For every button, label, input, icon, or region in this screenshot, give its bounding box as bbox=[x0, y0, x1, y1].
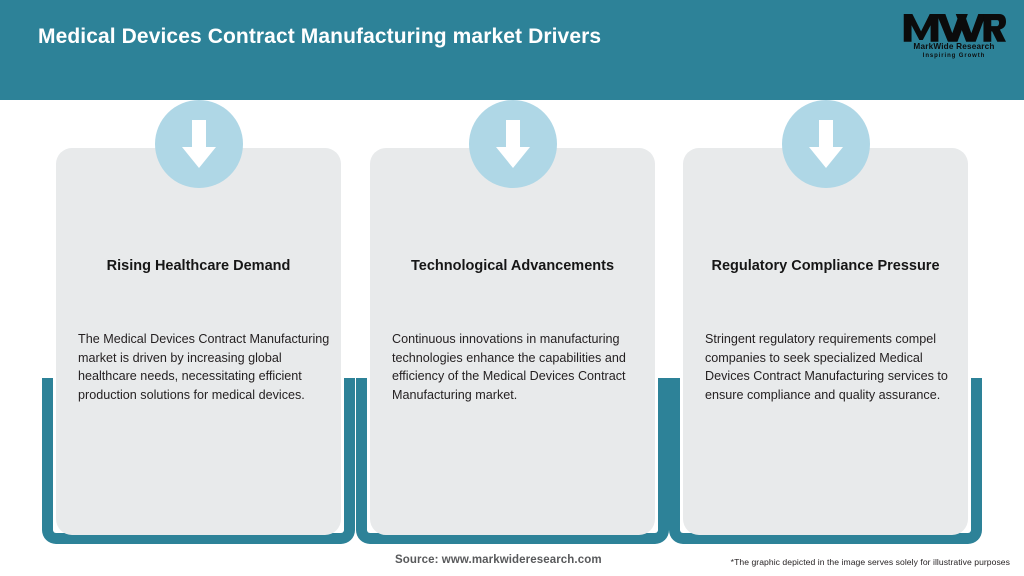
logo-tagline: Inspiring Growth bbox=[922, 53, 986, 59]
card-panel: Regulatory Compliance Pressure Stringent… bbox=[683, 148, 968, 535]
disclaimer-label: *The graphic depicted in the image serve… bbox=[730, 557, 1010, 567]
card-body-text: Continuous innovations in manufacturing … bbox=[392, 332, 626, 402]
card-heading: Technological Advancements bbox=[410, 258, 615, 274]
card-heading: Rising Healthcare Demand bbox=[106, 258, 291, 274]
arrow-down-icon bbox=[468, 100, 557, 188]
page-title: Medical Devices Contract Manufacturing m… bbox=[38, 25, 602, 48]
drivers-card-row: Rising Healthcare Demand The Medical Dev… bbox=[0, 100, 1024, 544]
card-bracket-decoration bbox=[42, 378, 355, 544]
card-bracket-decoration bbox=[356, 378, 669, 544]
arrow-down-icon bbox=[154, 100, 243, 188]
driver-card-2: Technological Advancements Continuous in… bbox=[356, 100, 669, 544]
header-band: Medical Devices Contract Manufacturing m… bbox=[0, 0, 1024, 100]
card-panel: Rising Healthcare Demand The Medical Dev… bbox=[56, 148, 341, 535]
card-heading: Regulatory Compliance Pressure bbox=[711, 258, 940, 274]
card-bracket-decoration bbox=[669, 378, 982, 544]
card-body-text: The Medical Devices Contract Manufacturi… bbox=[78, 332, 330, 402]
logo-company-name: MarkWide Research bbox=[913, 42, 995, 51]
card-body-text: Stringent regulatory requirements compel… bbox=[705, 332, 948, 402]
arrow-down-glyph bbox=[495, 120, 530, 168]
arrow-down-icon bbox=[781, 100, 870, 188]
driver-card-3: Regulatory Compliance Pressure Stringent… bbox=[669, 100, 982, 544]
source-label: Source: www.markwideresearch.com bbox=[395, 554, 602, 566]
brand-logo: MarkWide Research Inspiring Growth bbox=[902, 10, 1006, 66]
arrow-down-glyph bbox=[181, 120, 216, 168]
card-panel: Technological Advancements Continuous in… bbox=[370, 148, 655, 535]
mwr-logo-icon bbox=[903, 14, 1006, 42]
driver-card-1: Rising Healthcare Demand The Medical Dev… bbox=[42, 100, 355, 544]
arrow-down-glyph bbox=[808, 120, 843, 168]
